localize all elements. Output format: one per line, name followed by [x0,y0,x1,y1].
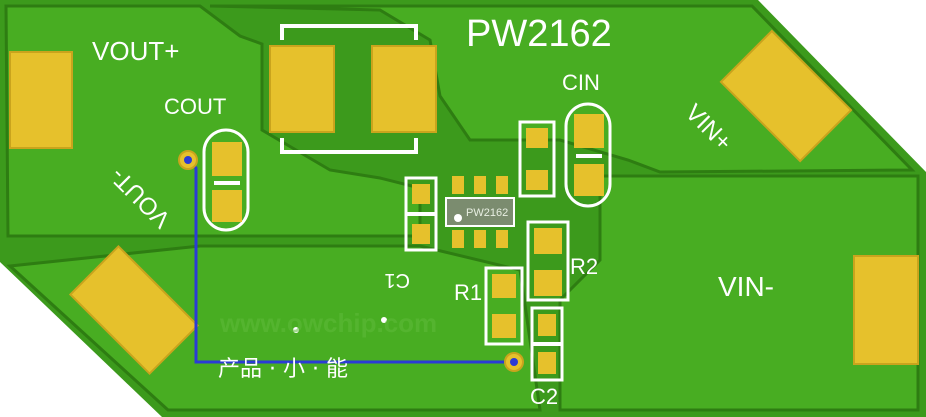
label-vout-plus: VOUT+ [92,36,179,66]
label-cout: COUT [164,94,226,119]
ic-marking: PW2162 [466,207,508,219]
r1-silk-outline [484,266,524,346]
via-left-hole [184,156,192,164]
inductor-pad-left [269,45,335,133]
cin-pad-top [574,114,604,148]
copper-pour-vin-minus [558,174,920,412]
ic-pin1-dot [454,214,462,222]
r2-silk-outline [526,220,570,302]
label-r2: R2 [570,254,598,279]
small-part-pad-top [526,128,548,148]
small-part-silk [518,120,556,198]
r1-pad-top [492,274,516,298]
r1-pad-bottom [492,314,516,338]
label-cin: CIN [562,70,600,95]
cin-pad-bottom [574,164,604,196]
cin-silk-outline [564,102,612,208]
inductor-silk-outline [280,24,418,154]
ic-pins-top [452,176,508,194]
footer-text: 产品 · 小 · 能 [218,357,348,382]
cout-silk-outline [202,128,250,232]
label-c2: C2 [530,384,558,409]
cout-pad-bottom [212,190,242,222]
silk-dot-2 [381,317,387,323]
cout-pad-top [212,142,242,176]
label-c1: C1 [384,269,410,291]
r2-pad-top [534,228,562,254]
pad-vin-plus [719,29,853,163]
pad-vout-plus [9,51,73,149]
small-part-pad-bottom [526,170,548,190]
chip-label: PW2162 [466,13,612,55]
c1-pad-bottom [412,224,430,244]
label-r1: R1 [454,280,482,305]
copper-pour-top [209,4,916,174]
inductor-pad-right [371,45,437,133]
pad-vout-minus [68,244,200,376]
watermark: www.owchip.com [219,308,437,338]
pad-vin-minus [853,255,919,365]
via-right-hole [510,358,518,366]
ic-pins-bottom [452,230,508,248]
c1-pad-top [412,184,430,204]
c2-pad-bottom [538,352,556,374]
c2-pad-top [538,314,556,336]
r2-pad-bottom [534,270,562,296]
copper-pour-vout [4,4,422,238]
silk-dot-1 [293,327,299,333]
label-vin-minus: VIN- [718,271,774,302]
